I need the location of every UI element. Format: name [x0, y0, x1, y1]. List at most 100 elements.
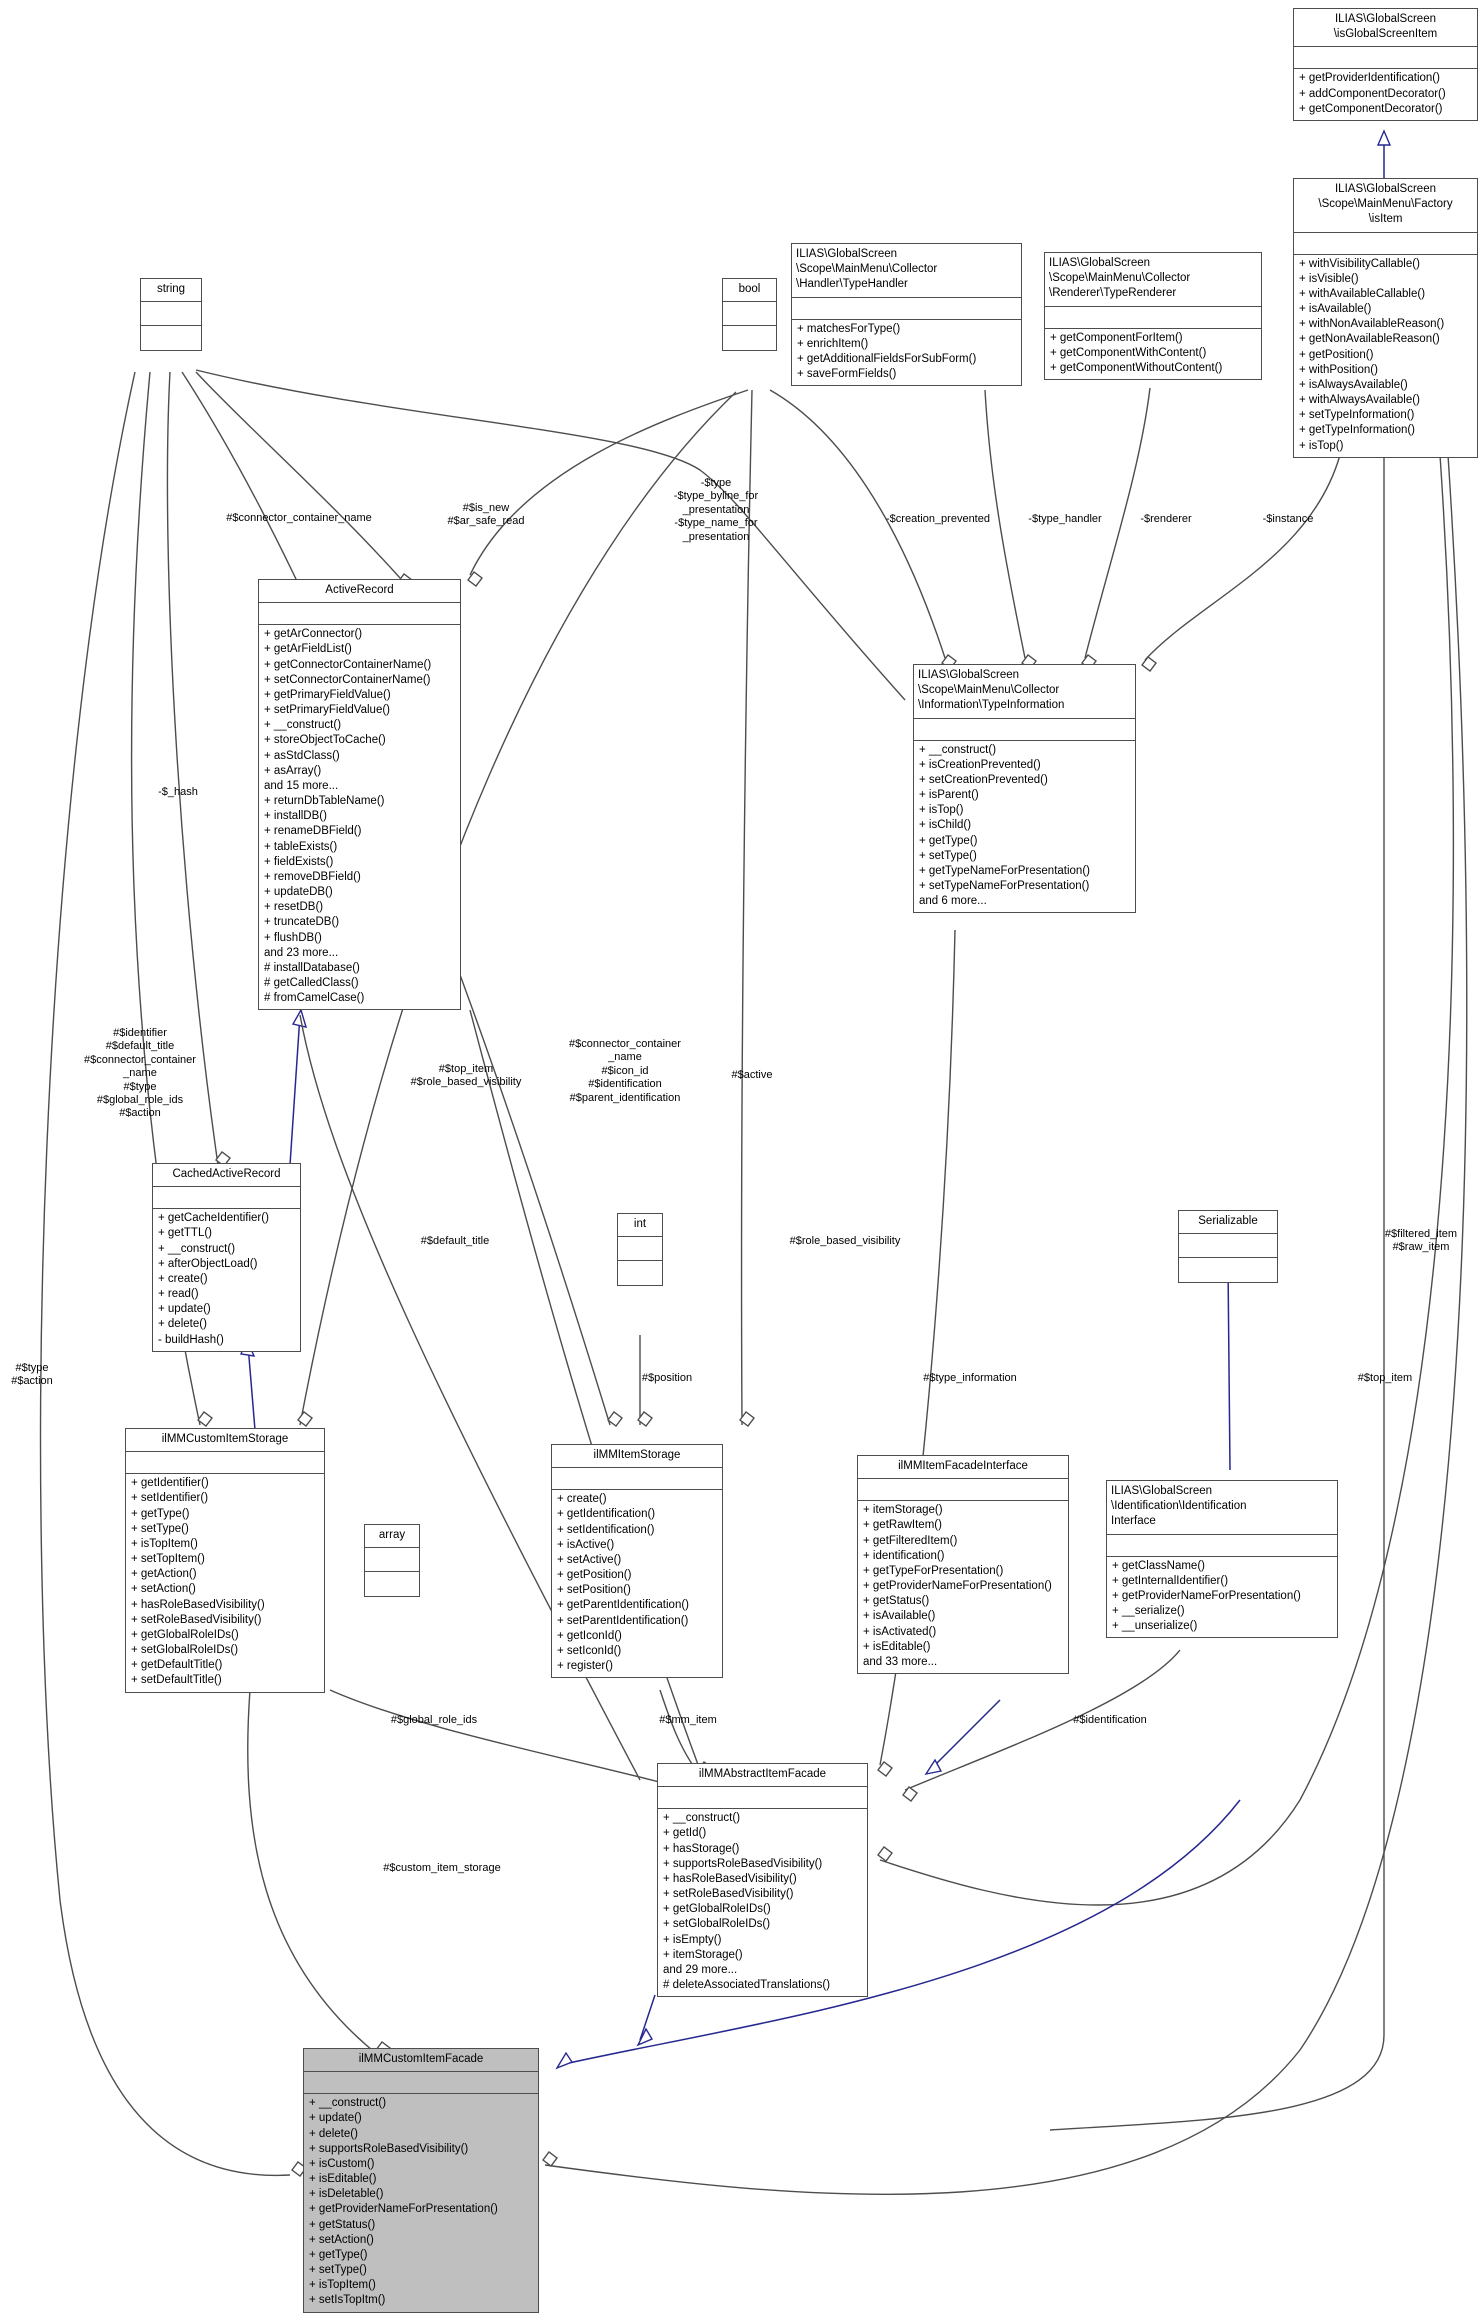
class-operations — [365, 1572, 419, 1596]
class-title: ilMMItemFacadeInterface — [858, 1456, 1068, 1480]
operation: + enrichItem() — [797, 337, 869, 350]
operation: + setRoleBasedVisibility() — [131, 1613, 262, 1626]
operation: + withNonAvailableReason() — [1299, 318, 1445, 331]
operation: + returnDbTableName() — [264, 795, 385, 808]
operation: + setTopItem() — [131, 1553, 205, 1566]
edge-label-mm-item: #$mm_item — [659, 1714, 717, 1726]
class-title: ILIAS\GlobalScreen \Scope\MainMenu\Facto… — [1294, 179, 1477, 233]
operation: + isTopItem() — [131, 1537, 198, 1550]
operation: + setCreationPrevented() — [919, 773, 1048, 786]
operation: and 33 more... — [863, 1655, 938, 1668]
operation: + addComponentDecorator() — [1299, 87, 1446, 100]
class-node-ilMMCustomItemFacade[interactable]: ilMMCustomItemFacade + __construct() + u… — [303, 2048, 539, 2313]
class-node-ilMMItemStorage[interactable]: ilMMItemStorage + create() + getIdentifi… — [551, 1444, 723, 1679]
operation: + tableExists() — [264, 840, 338, 853]
operation: + __construct() — [158, 1242, 236, 1255]
class-operations — [723, 326, 776, 350]
class-node-ilMMItemFacadeInterface[interactable]: ilMMItemFacadeInterface + itemStorage() … — [857, 1455, 1069, 1675]
operation: + fieldExists() — [264, 855, 334, 868]
operation: + isTop() — [919, 804, 964, 817]
operation: + storeObjectToCache() — [264, 734, 386, 747]
edge-label-type-action: #$type #$action — [11, 1362, 53, 1388]
operation: + getPrimaryFieldValue() — [264, 688, 391, 701]
operation: + itemStorage() — [863, 1504, 943, 1517]
class-node-IdentificationInterface[interactable]: ILIAS\GlobalScreen \Identification\Ident… — [1106, 1480, 1338, 1639]
operation: + update() — [309, 2112, 362, 2125]
operation: + isActive() — [557, 1538, 615, 1551]
class-node-isItem[interactable]: ILIAS\GlobalScreen \Scope\MainMenu\Facto… — [1293, 178, 1478, 458]
class-node-int[interactable]: int — [617, 1213, 663, 1287]
operation: + withPosition() — [1299, 363, 1378, 376]
operation: + updateDB() — [264, 886, 333, 899]
operation: + getStatus() — [309, 2218, 376, 2231]
operation: and 29 more... — [663, 1963, 738, 1976]
operation: + isCreationPrevented() — [919, 758, 1041, 771]
edge-label-global-role-ids: #$global_role_ids — [390, 1714, 478, 1726]
operation: + getConnectorContainerName() — [264, 658, 432, 671]
class-node-ilMMCustomItemStorage[interactable]: ilMMCustomItemStorage + getIdentifier() … — [125, 1428, 325, 1693]
edge-label-connector-container-name-top: #$connector_container_name — [226, 512, 372, 524]
operation: + setConnectorContainerName() — [264, 673, 431, 686]
edge-label-default-title: #$default_title — [420, 1235, 490, 1247]
class-node-ilMMAbstractItemFacade[interactable]: ilMMAbstractItemFacade + __construct() +… — [657, 1763, 868, 1998]
class-attributes — [304, 2072, 538, 2095]
class-node-TypeHandler[interactable]: ILIAS\GlobalScreen \Scope\MainMenu\Colle… — [791, 243, 1022, 387]
class-node-string[interactable]: string — [140, 278, 202, 352]
operation: + isDeletable() — [309, 2188, 384, 2201]
class-operations: + __construct() + isCreationPrevented() … — [914, 741, 1135, 913]
edge-label-type-group: -$type -$type_byline_for _presentation -… — [673, 477, 759, 543]
operation: + setDefaultTitle() — [131, 1674, 222, 1687]
operation: + getComponentWithoutContent() — [1050, 361, 1223, 374]
class-node-CachedActiveRecord[interactable]: CachedActiveRecord + getCacheIdentifier(… — [152, 1163, 301, 1352]
operation: + hasStorage() — [663, 1842, 740, 1855]
class-operations: + getArConnector() + getArFieldList() + … — [259, 625, 460, 1009]
class-attributes — [914, 719, 1135, 741]
operation: + __construct() — [309, 2097, 387, 2110]
class-attributes — [723, 302, 776, 327]
class-title: ILIAS\GlobalScreen \Scope\MainMenu\Colle… — [1045, 253, 1261, 307]
operation: # deleteAssociatedTranslations() — [663, 1979, 831, 1992]
class-node-bool[interactable]: bool — [722, 278, 777, 352]
operation: + getType() — [131, 1507, 190, 1520]
operation: + setActive() — [557, 1553, 622, 1566]
class-attributes — [1294, 47, 1477, 70]
class-node-TypeInformation[interactable]: ILIAS\GlobalScreen \Scope\MainMenu\Colle… — [913, 664, 1136, 914]
class-node-isGlobalScreenItem[interactable]: ILIAS\GlobalScreen \isGlobalScreenItem +… — [1293, 8, 1478, 121]
class-operations: + __construct() + getId() + hasStorage()… — [658, 1809, 867, 1996]
operation: + withAvailableCallable() — [1299, 287, 1426, 300]
operation: + isAvailable() — [863, 1610, 936, 1623]
operation: + setType() — [309, 2264, 367, 2277]
operation: - buildHash() — [158, 1333, 224, 1346]
class-operations: + getProviderIdentification() + addCompo… — [1294, 69, 1477, 120]
class-node-ActiveRecord[interactable]: ActiveRecord + getArConnector() + getArF… — [258, 579, 461, 1011]
operation: + isTopItem() — [309, 2279, 376, 2292]
operation: + isTop() — [1299, 439, 1344, 452]
class-title: ActiveRecord — [259, 580, 460, 604]
operation: + asStdClass() — [264, 749, 340, 762]
operation: + isEmpty() — [663, 1933, 722, 1946]
class-node-array[interactable]: array — [364, 1524, 420, 1598]
class-node-Serializable[interactable]: Serializable — [1178, 1210, 1278, 1284]
edge-label-type-information: #$type_information — [923, 1372, 1017, 1384]
operation: + isEditable() — [309, 2173, 377, 2186]
operation: + getTypeForPresentation() — [863, 1564, 1004, 1577]
operation: + setGlobalRoleIDs() — [663, 1918, 771, 1931]
operation: + setPosition() — [557, 1584, 631, 1597]
operation: + isActivated() — [863, 1625, 937, 1638]
operation: + withVisibilityCallable() — [1299, 257, 1420, 270]
class-node-TypeRenderer[interactable]: ILIAS\GlobalScreen \Scope\MainMenu\Colle… — [1044, 252, 1262, 381]
operation: + getArConnector() — [264, 628, 363, 641]
operation: + getPosition() — [557, 1569, 632, 1582]
operation: + isChild() — [919, 819, 972, 832]
operation: + setGlobalRoleIDs() — [131, 1644, 239, 1657]
class-attributes — [552, 1468, 722, 1491]
operation: + getProviderNameForPresentation() — [1112, 1589, 1301, 1602]
operation: + truncateDB() — [264, 916, 340, 929]
operation: + getId() — [663, 1827, 707, 1840]
operation: + setRoleBasedVisibility() — [663, 1888, 794, 1901]
operation: # installDatabase() — [264, 961, 360, 974]
operation: + delete() — [158, 1318, 207, 1331]
operation: + removeDBField() — [264, 870, 361, 883]
class-title: string — [141, 279, 201, 303]
operation: + withAlwaysAvailable() — [1299, 394, 1420, 407]
